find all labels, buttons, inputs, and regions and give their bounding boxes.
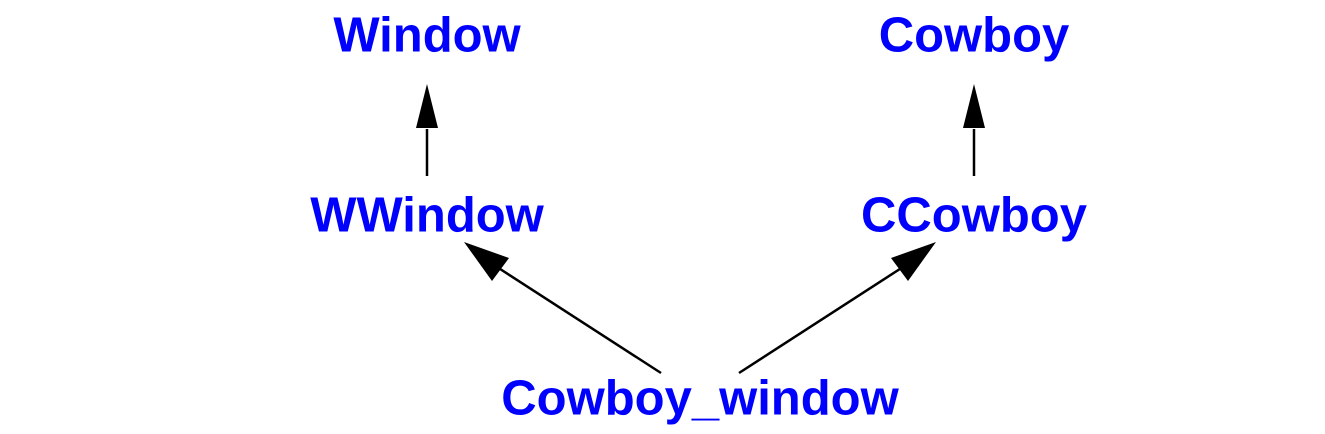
node-window: Window [333, 8, 521, 63]
node-wwindow: WWindow [310, 188, 544, 243]
arrowhead-icon [891, 242, 936, 281]
edge-wwindow-to-window [416, 84, 438, 176]
arrowhead-icon [416, 84, 438, 128]
node-cowboy-window: Cowboy_window [501, 371, 899, 426]
edge-cowboy-window-to-wwindow [464, 242, 662, 375]
edge-cowboy-window-to-ccowboy [738, 242, 936, 375]
arrowhead-icon [464, 242, 509, 281]
node-cowboy: Cowboy [878, 8, 1070, 63]
node-ccowboy: CCowboy [861, 188, 1087, 243]
edge-ccowboy-to-cowboy [963, 84, 985, 176]
arrowhead-icon [963, 84, 985, 128]
